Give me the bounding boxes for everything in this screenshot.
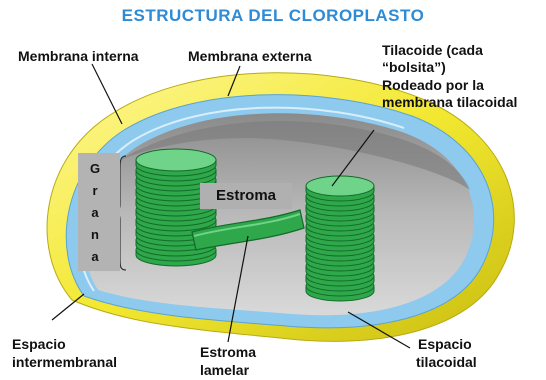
granum-right xyxy=(305,175,375,302)
pointer-membrana-externa xyxy=(227,65,241,97)
label-tilacoide-1: Tilacoide (cada xyxy=(382,42,483,58)
label-estroma-lamelar-1: Estroma xyxy=(200,344,257,360)
thylakoid-disc-top xyxy=(305,175,375,197)
grana-label-box: G r a n a xyxy=(78,153,120,271)
pointer-espacio-tilacoidal xyxy=(347,311,411,349)
pointer-espacio-intermembranal xyxy=(51,293,85,321)
label-estroma: Estroma xyxy=(200,183,292,209)
label-espacio-tilacoidal-1: Espacio xyxy=(418,336,472,352)
grana-letter: G xyxy=(89,161,101,176)
diagram-title: ESTRUCTURA DEL CLOROPLASTO xyxy=(121,6,425,25)
label-estroma-lamelar-2: lamelar xyxy=(200,362,250,378)
pointer-tilacoide xyxy=(331,129,375,187)
pointer-estroma-lamelar xyxy=(227,235,249,343)
grana-letter: n xyxy=(91,227,99,242)
label-espacio-intermembranal-1: Espacio xyxy=(12,336,66,352)
grana-letter: a xyxy=(91,249,99,264)
label-espacio-tilacoidal-2: tilacoidal xyxy=(416,354,477,370)
stroma-rim xyxy=(120,121,470,190)
label-tilacoide-2: “bolsita”) xyxy=(382,59,446,75)
grana-letter: r xyxy=(92,183,98,198)
grana-letter: a xyxy=(91,205,99,220)
label-membrana-interna: Membrana interna xyxy=(18,48,139,64)
pointer-membrana-interna xyxy=(91,63,123,125)
label-tilacoide-3: Rodeado por la xyxy=(382,77,484,93)
label-espacio-intermembranal-2: intermembranal xyxy=(12,354,118,370)
label-tilacoide-4: membrana tilacoidal xyxy=(382,94,518,110)
thylakoid-disc-top xyxy=(135,148,217,172)
stroma-lamella-highlight xyxy=(193,213,301,237)
granum-left xyxy=(135,148,217,267)
label-membrana-externa: Membrana externa xyxy=(188,48,312,64)
